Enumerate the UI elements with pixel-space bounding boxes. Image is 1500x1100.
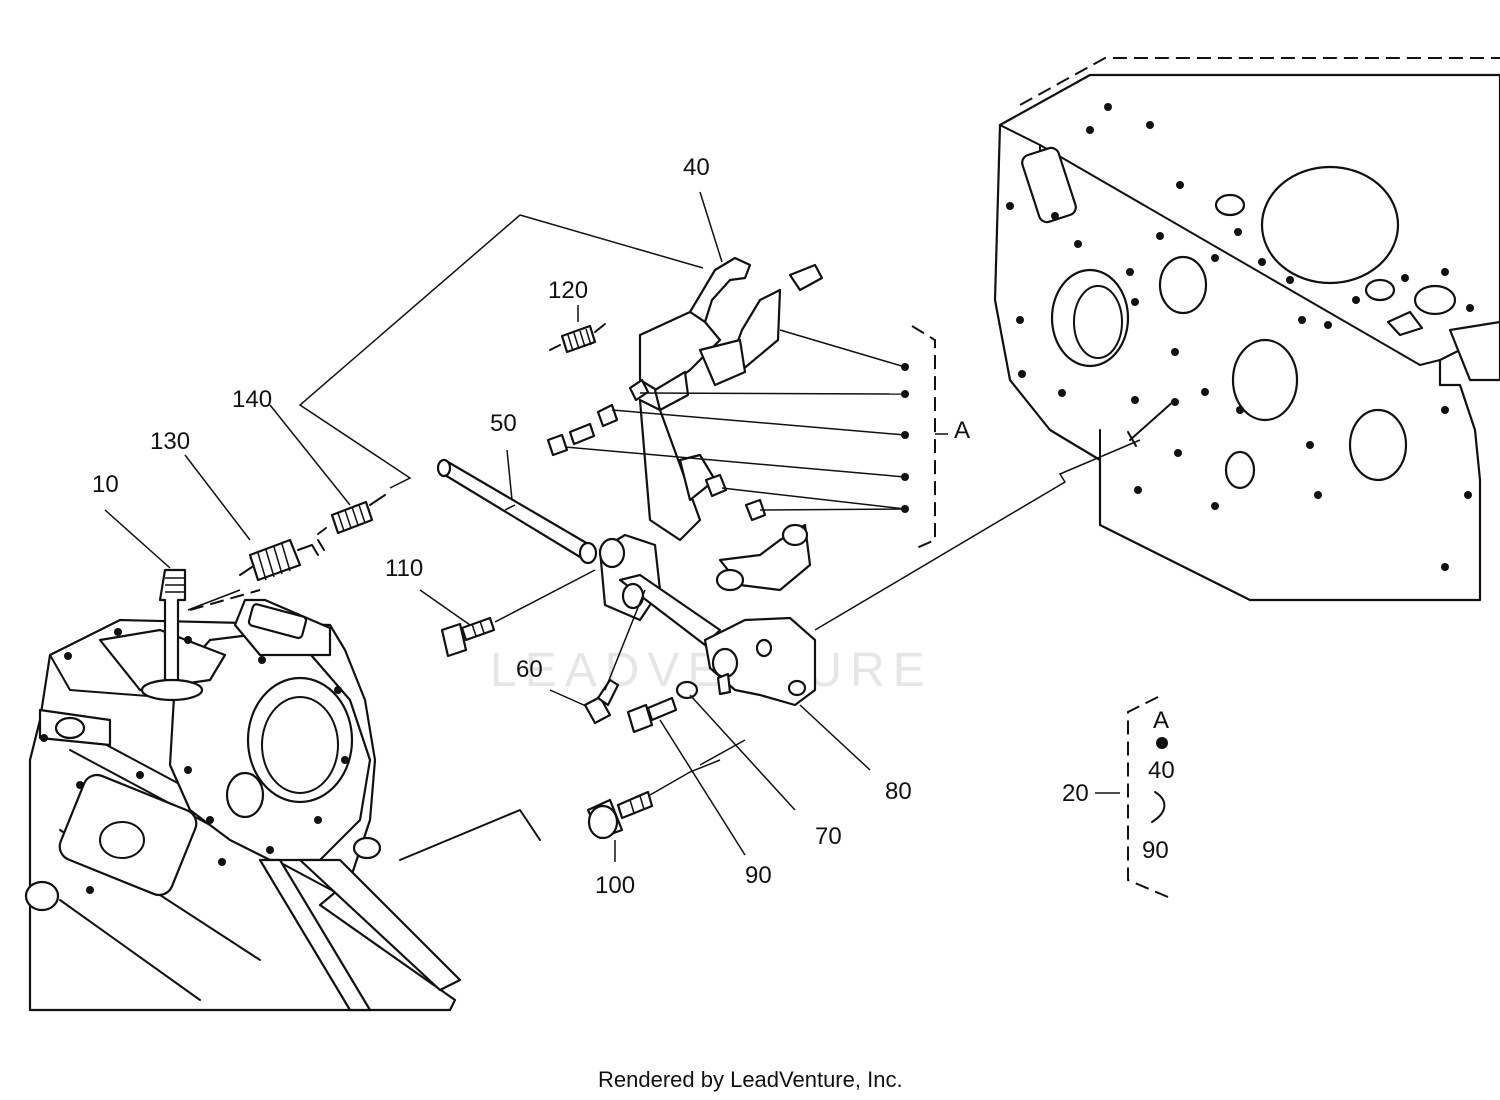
callout-10: 10 xyxy=(92,471,119,498)
part-50-rod xyxy=(436,458,598,565)
legend-bracket xyxy=(1127,696,1169,898)
callout-60: 60 xyxy=(516,656,543,683)
part-100-bolt xyxy=(586,790,654,840)
callout-130: 130 xyxy=(150,428,190,455)
render-credit: Rendered by LeadVenture, Inc. xyxy=(598,1067,903,1092)
detent-pins xyxy=(546,378,767,522)
callout-50: 50 xyxy=(490,410,517,437)
part-70-washer xyxy=(675,680,699,700)
callout-group-a: A xyxy=(954,417,970,444)
callout-140: 140 xyxy=(232,386,272,413)
group-a-bracket xyxy=(911,325,936,551)
legend-dot-icon xyxy=(1156,737,1168,749)
legend-ref-20: 20 xyxy=(1062,780,1089,807)
part-130-spring xyxy=(239,538,325,582)
callout-80: 80 xyxy=(885,778,912,805)
callout-110: 110 xyxy=(385,555,423,582)
transmission-case xyxy=(24,589,541,1012)
callout-90: 90 xyxy=(745,862,772,889)
part-140-spring xyxy=(317,494,386,535)
part-40-shift-fork xyxy=(638,256,824,542)
engine-block-housing xyxy=(993,57,1500,602)
shift-lever-bracket xyxy=(598,523,817,707)
mount-bolt xyxy=(1129,399,1176,441)
legend-range-start: 40 xyxy=(1148,757,1175,784)
legend-group-a: A xyxy=(1153,707,1169,734)
group-a-markers xyxy=(901,363,909,513)
callout-120: 120 xyxy=(548,277,588,304)
legend-range-end: 90 xyxy=(1142,837,1169,864)
legend-range-tilde xyxy=(1151,791,1166,823)
callout-100: 100 xyxy=(595,872,635,899)
part-90-bolt xyxy=(626,696,678,734)
callout-40: 40 xyxy=(683,154,710,181)
part-120-spring xyxy=(549,323,606,354)
leader-lines xyxy=(104,191,1141,862)
part-10-shaft xyxy=(140,568,204,702)
part-110-bolt xyxy=(440,616,496,658)
callout-70: 70 xyxy=(815,823,842,850)
